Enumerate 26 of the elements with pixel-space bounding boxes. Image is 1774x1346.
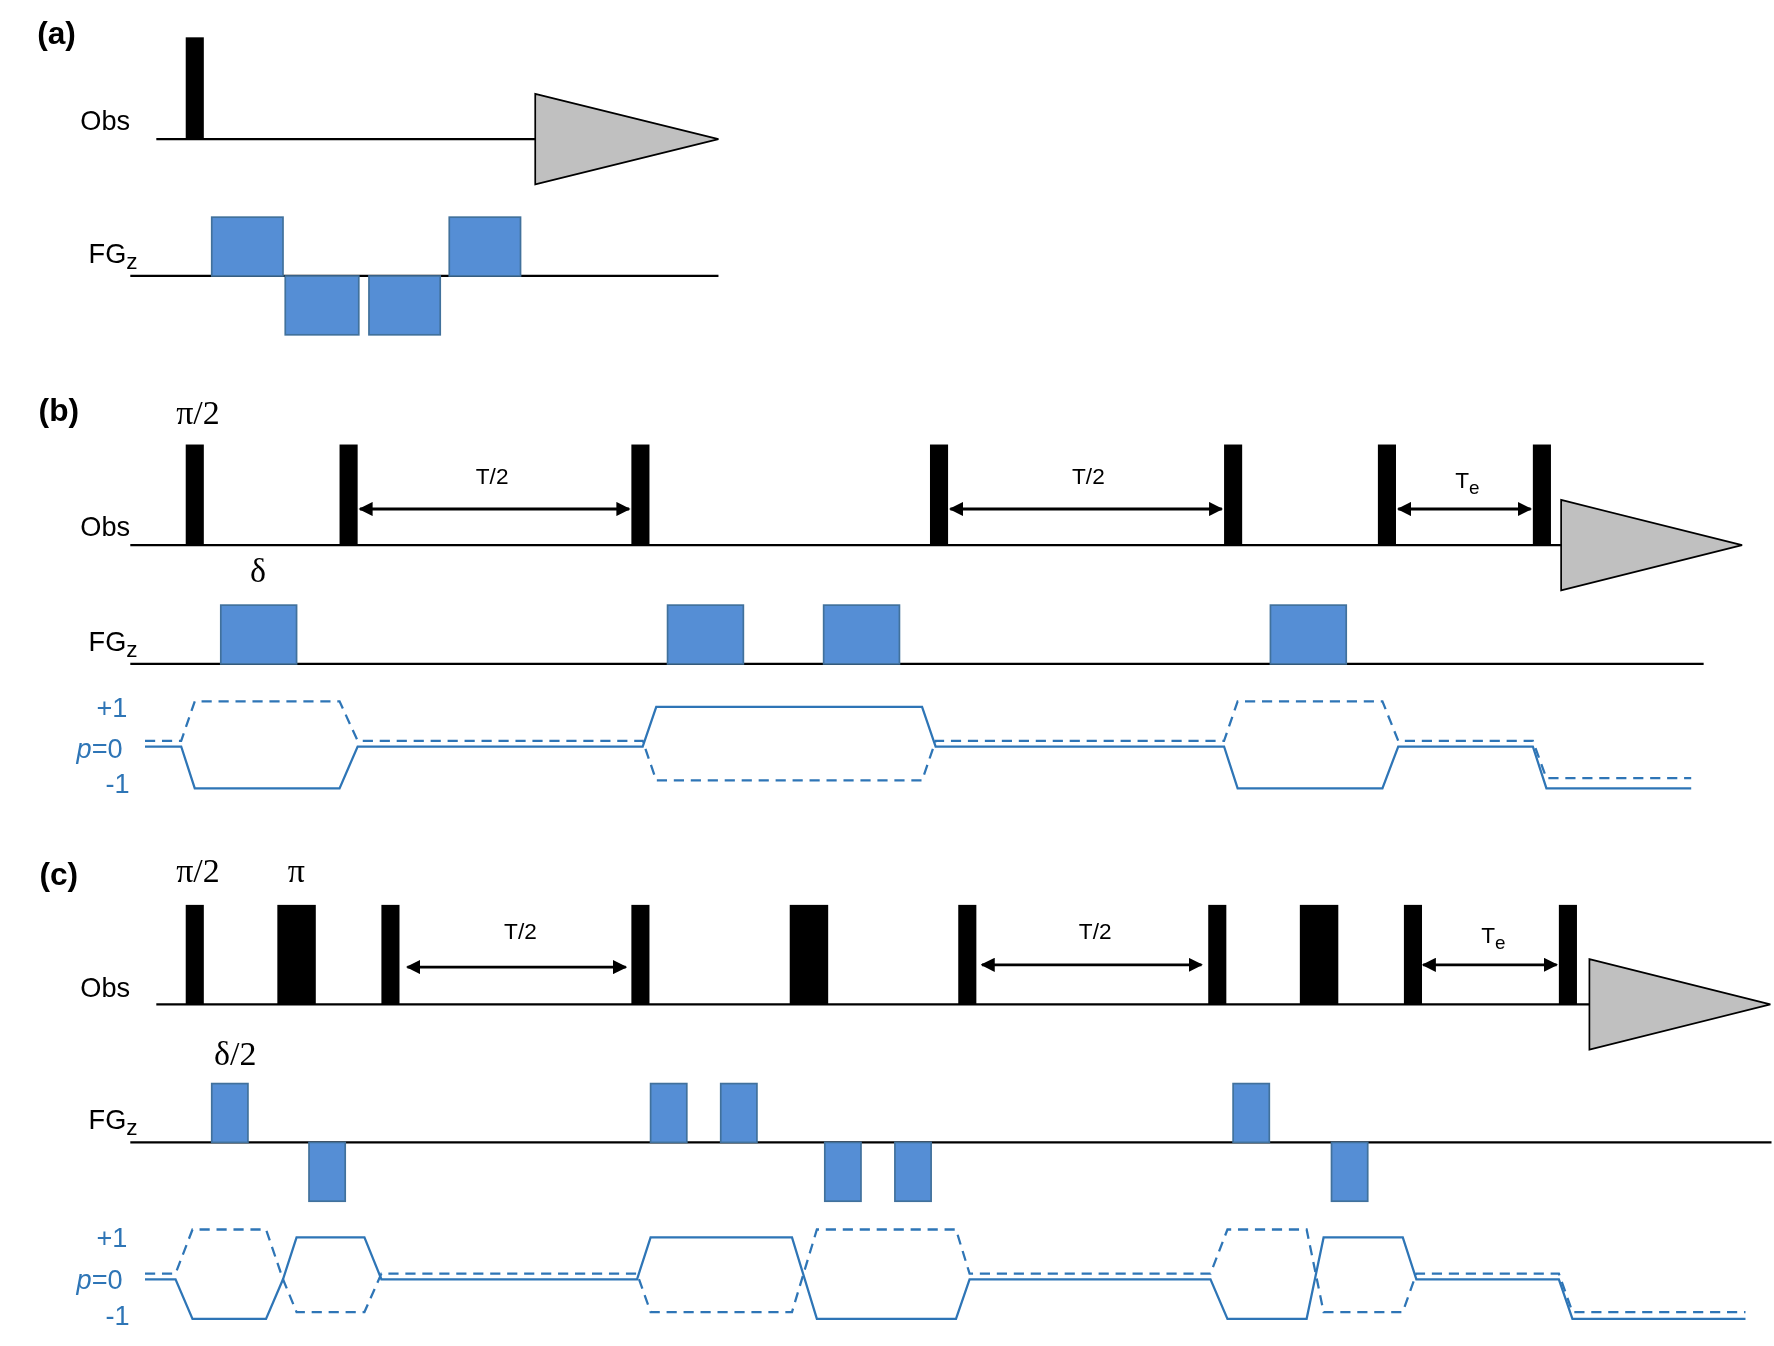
pulse-angle-label: π/2	[176, 395, 220, 430]
delay-label: T$_{e}$	[1455, 470, 1480, 498]
gradient-duration-label: δ/2	[214, 1037, 257, 1072]
delay-label: T$_{e}$	[1481, 925, 1506, 953]
channel-label: Obs	[80, 107, 131, 135]
delay-label: T/2	[504, 920, 537, 944]
panel-label: (a)	[37, 18, 76, 50]
gradient-duration-label: δ	[249, 554, 266, 589]
coherence-level-label: +1	[96, 1224, 128, 1252]
coherence-level-label: -1	[105, 770, 130, 798]
panel-label: (b)	[38, 394, 80, 427]
channel-label: FG$_{z}$	[88, 239, 138, 274]
pulse-angle-label: π	[287, 854, 305, 889]
panel-label: (c)	[39, 858, 79, 891]
channel-label: Obs	[80, 513, 131, 541]
channel-label: Obs	[80, 974, 131, 1002]
coherence-level-label: p=0	[76, 735, 123, 763]
delay-label: T/2	[1072, 466, 1105, 489]
coherence-level-label: p=0	[76, 1266, 123, 1294]
channel-label: FG$_{z}$	[88, 627, 138, 662]
pulse-angle-label: π/2	[176, 854, 220, 889]
delay-label: T/2	[475, 466, 509, 489]
channel-label: FG$_{z}$	[88, 1106, 138, 1141]
delay-label: T/2	[1078, 920, 1112, 944]
coherence-level-label: +1	[96, 694, 128, 722]
coherence-level-label: -1	[105, 1302, 130, 1330]
